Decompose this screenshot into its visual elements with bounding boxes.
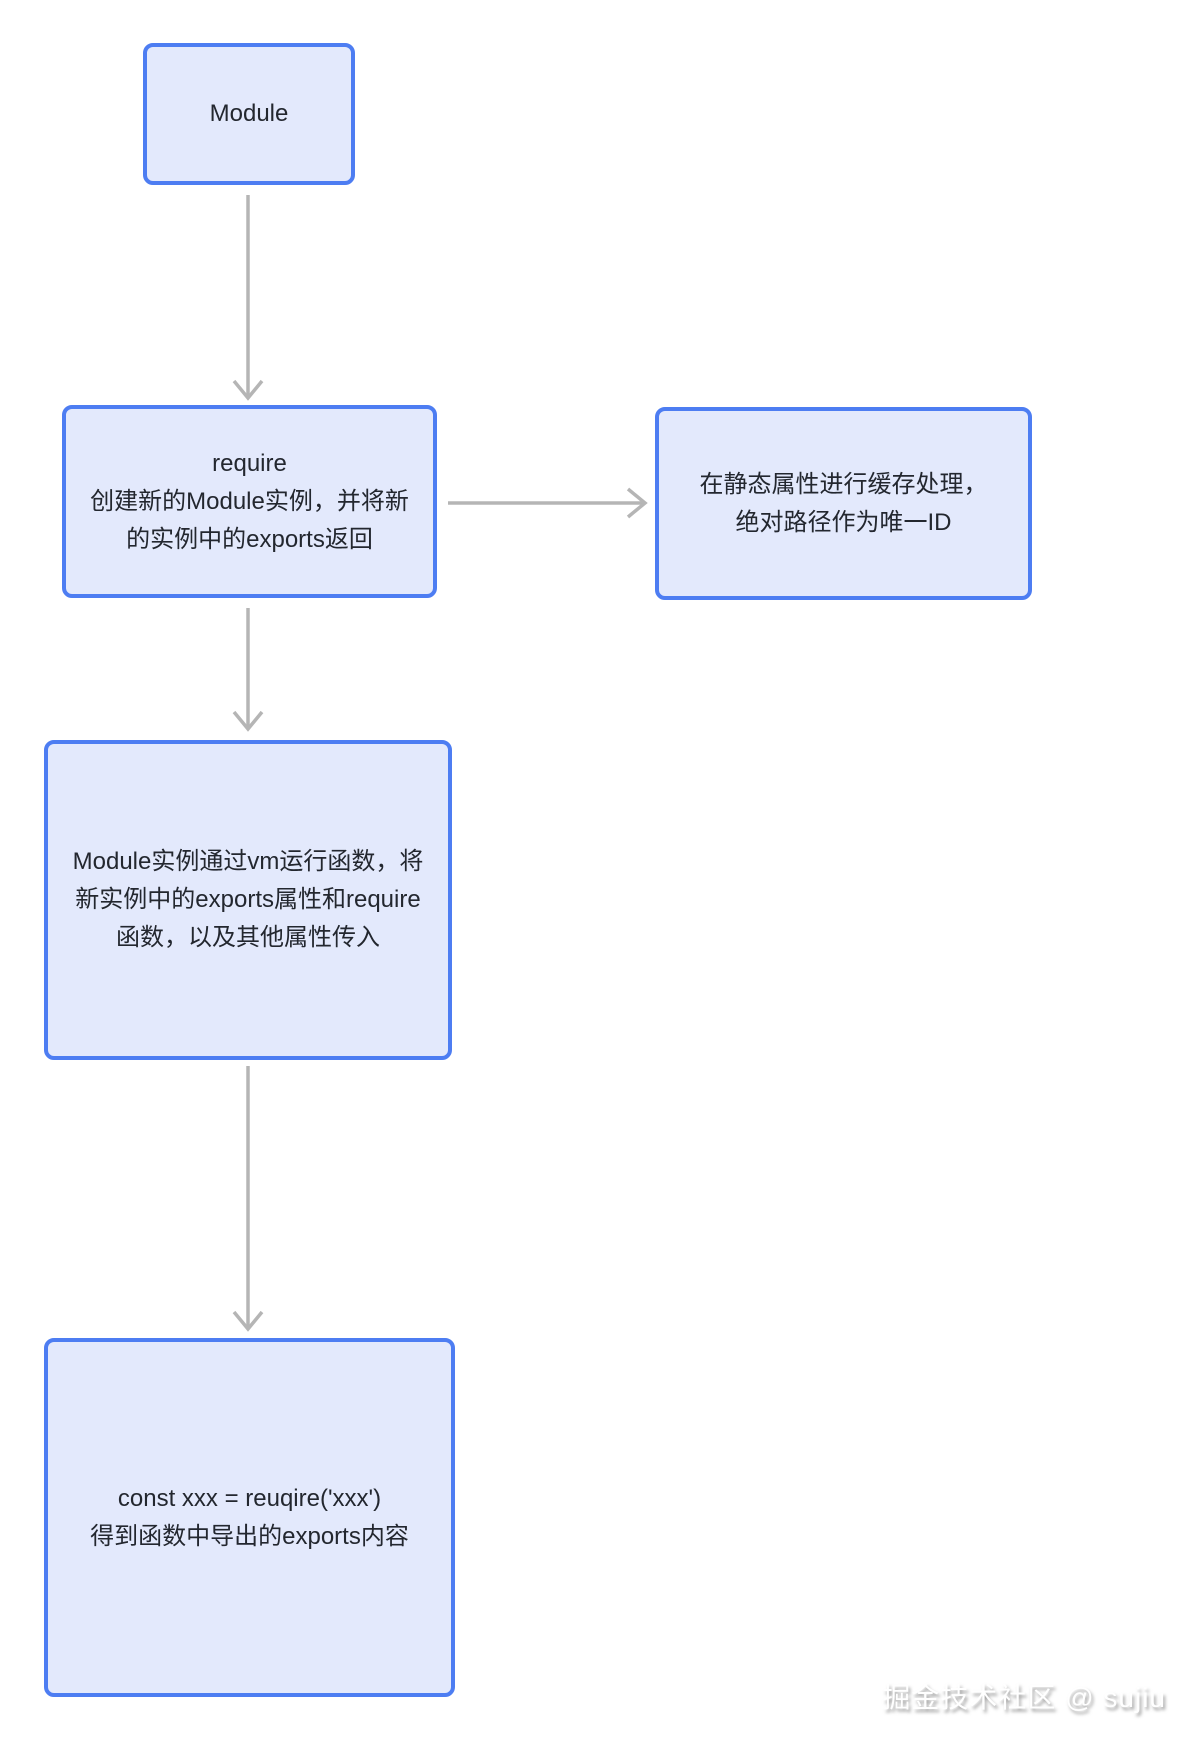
arrow-require-to-cache-icon [448, 487, 648, 519]
node-module: Module [143, 43, 355, 185]
arrow-require-to-vm-icon [232, 608, 264, 732]
node-require-line: 的实例中的exports返回 [126, 525, 373, 553]
node-cache: 在静态属性进行缓存处理， 绝对路径作为唯一ID [655, 407, 1032, 600]
node-require-line: 创建新的Module实例，并将新 [90, 487, 409, 515]
arrow-module-to-require-icon [232, 195, 264, 401]
node-vm-line: Module实例通过vm运行函数，将 [72, 848, 424, 875]
node-usage: const xxx = reuqire('xxx') 得到函数中导出的expor… [44, 1338, 455, 1697]
node-vm-line: 函数，以及其他属性传入 [116, 924, 380, 951]
node-require: require 创建新的Module实例，并将新 的实例中的exports返回 [62, 405, 437, 598]
watermark: 掘金技术社区 @ sujiu [882, 1682, 1166, 1713]
node-usage-line: 得到函数中导出的exports内容 [90, 1522, 409, 1550]
node-module-label: Module [209, 100, 289, 127]
node-vm: Module实例通过vm运行函数，将 新实例中的exports属性和requir… [44, 740, 452, 1060]
node-vm-line: 新实例中的exports属性和require [75, 886, 421, 913]
arrow-vm-to-usage-icon [232, 1066, 264, 1332]
node-cache-line: 绝对路径作为唯一ID [735, 508, 952, 536]
node-require-line: require [212, 449, 287, 477]
node-cache-line: 在静态属性进行缓存处理， [699, 470, 988, 498]
node-usage-line: const xxx = reuqire('xxx') [117, 1484, 382, 1512]
